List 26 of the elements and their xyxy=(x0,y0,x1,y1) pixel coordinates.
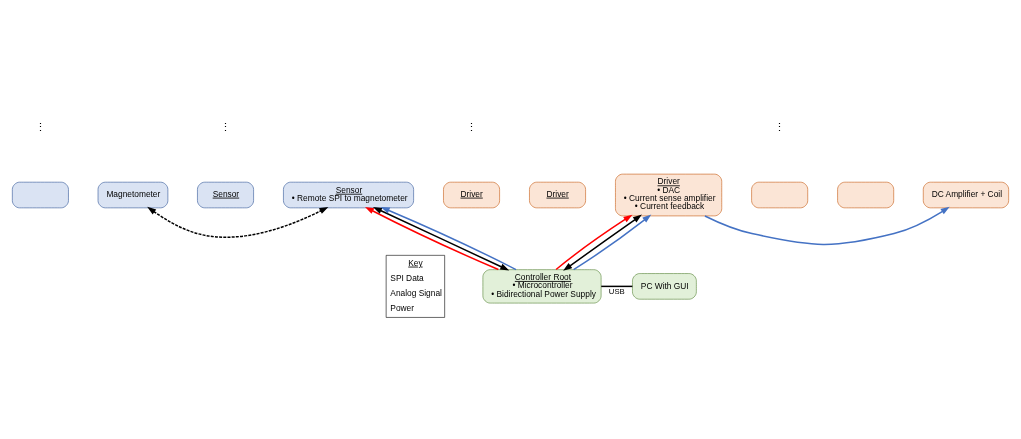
arrow xyxy=(147,206,329,238)
node-box: PC With GUI xyxy=(632,273,697,300)
label: Key xyxy=(408,257,423,268)
node-box xyxy=(12,181,69,209)
arrow xyxy=(563,214,642,271)
node-box: Driver xyxy=(443,181,500,209)
label: ⋮ xyxy=(774,120,786,133)
node-box: Sensor xyxy=(197,181,254,209)
label: ⋮ xyxy=(466,120,478,133)
label: ⋮ xyxy=(34,120,46,133)
legend-label: SPI Data xyxy=(390,273,424,284)
legend-label: Power xyxy=(390,302,415,313)
arrow xyxy=(555,214,633,271)
connector xyxy=(600,285,634,288)
node-box: Controller Root • Microcontroller • Bidirectional Power Supply xyxy=(482,269,602,304)
label: ⋮ xyxy=(220,120,232,133)
node-box: Driver • DAC • Current sense amplifier • Current feedback xyxy=(615,173,723,217)
node-box: Sensor • Remote SPI to magnetometer xyxy=(283,181,414,209)
node-box: Driver xyxy=(529,181,586,209)
arrow xyxy=(704,206,950,246)
node-box xyxy=(837,181,894,209)
legend-label: Analog Signal xyxy=(390,288,442,299)
node-box xyxy=(751,181,809,209)
arrow xyxy=(572,214,652,271)
node-box: Magnetometer xyxy=(97,181,169,209)
node-box: DC Amplifier + Coil xyxy=(922,181,1009,209)
